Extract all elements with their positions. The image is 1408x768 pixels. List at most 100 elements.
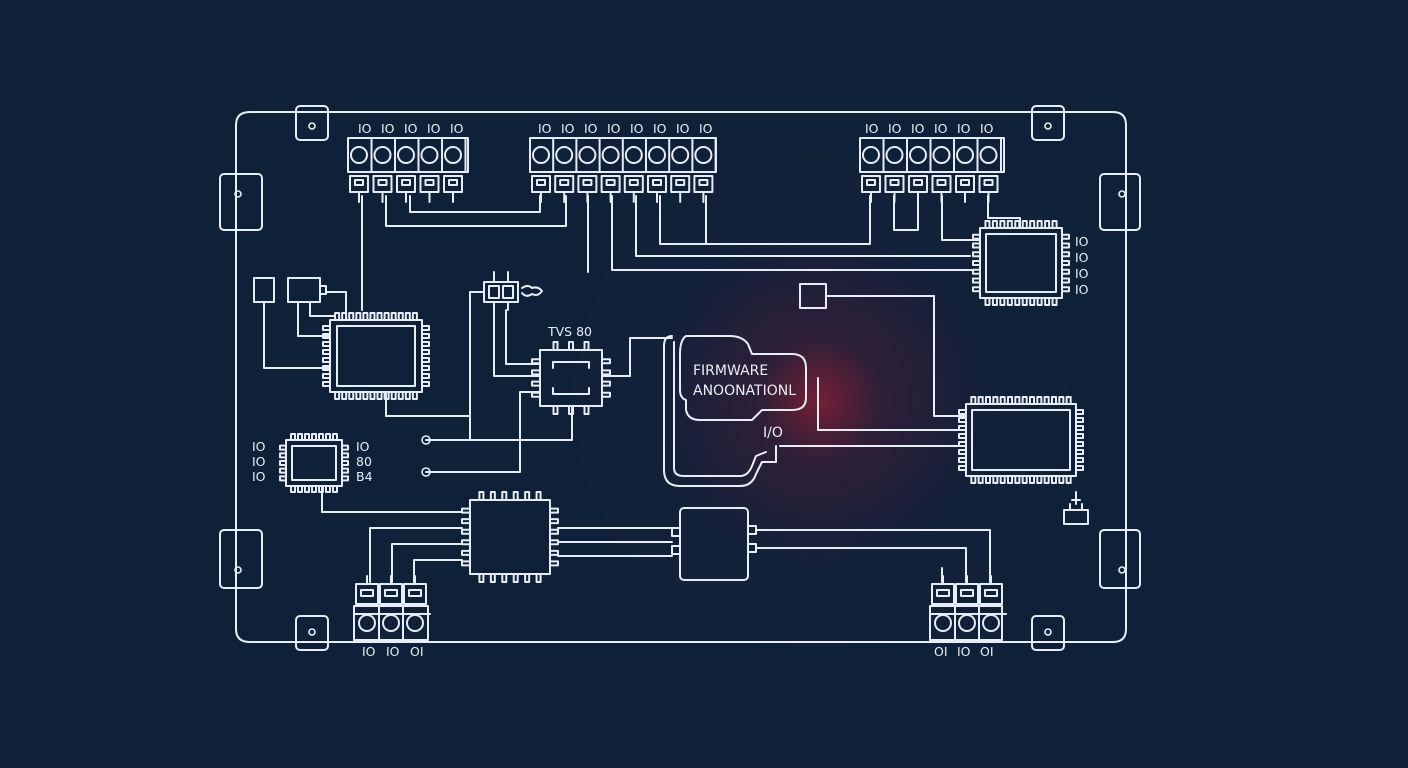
chip-pin <box>322 325 331 331</box>
chip-pin <box>1075 425 1084 431</box>
terminal-screw <box>350 146 368 164</box>
terminal-label: IO <box>653 121 667 136</box>
terminal-screw <box>671 146 690 164</box>
chip-pin <box>341 391 348 400</box>
chip-pin <box>322 357 331 363</box>
terminal-label: IO <box>934 121 948 136</box>
pin-label: IO <box>252 454 266 469</box>
terminal-slot <box>866 179 876 186</box>
chip-pin <box>985 396 991 405</box>
terminal-label: IO <box>957 644 971 659</box>
chip-pin <box>411 391 418 400</box>
chip-pin <box>1043 396 1050 405</box>
annotation-title: FIRMWARE <box>693 363 768 379</box>
terminal-slot <box>354 179 364 186</box>
chip-pin <box>332 485 338 493</box>
chip-pin <box>1058 475 1065 484</box>
chip-pin <box>297 485 303 493</box>
terminal-label: IO <box>427 121 441 136</box>
terminal-block-bottom-left <box>353 575 431 641</box>
chip-pin <box>991 220 998 229</box>
chip-pin <box>512 491 519 501</box>
chip-pin <box>512 573 519 583</box>
chip-pin <box>535 491 542 501</box>
terminal-slot <box>913 179 923 186</box>
chip-pin <box>1075 417 1084 423</box>
chip-pin <box>334 391 341 400</box>
chip-pin <box>601 391 611 398</box>
terminal-screw <box>555 146 574 164</box>
pin-label: IO <box>1075 250 1089 265</box>
chip-pin <box>1075 457 1084 463</box>
terminal-screw <box>694 146 713 164</box>
terminal-label: IO <box>888 121 902 136</box>
chip-pin <box>601 358 611 365</box>
chip-pin <box>972 286 981 293</box>
chip-pin <box>461 560 471 567</box>
chip-pin <box>304 433 310 441</box>
terminal-screw <box>373 146 392 164</box>
board-outline <box>219 105 1141 651</box>
terminal-slot <box>536 179 546 186</box>
terminal-label: IO <box>957 121 971 136</box>
chip-pin <box>1014 220 1021 229</box>
chip-pin <box>1061 251 1070 258</box>
chip-pin <box>999 396 1006 405</box>
chip-pin <box>549 539 559 546</box>
chip-pin <box>318 433 324 441</box>
chip-pin <box>421 357 430 363</box>
chip-pin <box>376 391 383 400</box>
chip-pin <box>583 405 590 415</box>
chip-pin <box>583 341 590 351</box>
pin-label: B4 <box>356 469 373 484</box>
terminal-label: IO <box>630 121 644 136</box>
chip-pin <box>279 452 287 459</box>
terminal-screw <box>601 146 620 164</box>
pin-label: IO <box>1075 266 1089 281</box>
chip-pin <box>290 485 296 493</box>
chip-small-left <box>279 433 349 493</box>
chip-pin <box>279 475 287 482</box>
chip-pin <box>1051 297 1058 306</box>
terminal-label: IO <box>699 121 713 136</box>
chip-pin <box>362 312 369 321</box>
chip-pin <box>984 297 991 306</box>
chip-pin <box>977 396 984 405</box>
chip-pin <box>325 485 331 493</box>
chip-pin <box>1014 297 1021 306</box>
terminal-label: IO <box>362 644 376 659</box>
chip-label: TVS 80 <box>547 324 592 339</box>
chip-pin <box>478 491 485 501</box>
chip-pin <box>390 312 397 321</box>
chip-pin <box>304 485 310 493</box>
terminal-slot <box>401 179 411 186</box>
chip-pin <box>279 467 287 474</box>
chip-pin <box>311 433 317 441</box>
terminal-screw <box>932 146 951 164</box>
chip-pin <box>390 391 397 400</box>
terminal-screw <box>958 614 976 632</box>
terminal-screw <box>578 146 597 164</box>
terminal-slot <box>960 179 970 186</box>
chip-pin <box>1021 297 1028 306</box>
pin-label: IO <box>252 439 266 454</box>
terminal-slot <box>605 179 616 186</box>
chip-pin <box>552 341 559 351</box>
chip-pin <box>531 358 541 365</box>
chip-pin <box>341 452 349 459</box>
terminal-screw <box>979 146 998 164</box>
chip-pin <box>1006 220 1013 229</box>
terminal-screw <box>406 614 424 632</box>
chip-pin <box>970 475 977 484</box>
chip-pin <box>552 405 559 415</box>
pin-label: IO <box>1075 234 1089 249</box>
chip-pin <box>958 465 967 471</box>
chip-pin <box>524 491 531 501</box>
terminal-screw <box>956 146 974 164</box>
chip-pin <box>489 573 496 583</box>
chip-pin <box>531 380 541 387</box>
chip-pin <box>290 433 296 441</box>
chip-pin <box>970 396 977 405</box>
terminal-block-top-center <box>529 137 717 203</box>
